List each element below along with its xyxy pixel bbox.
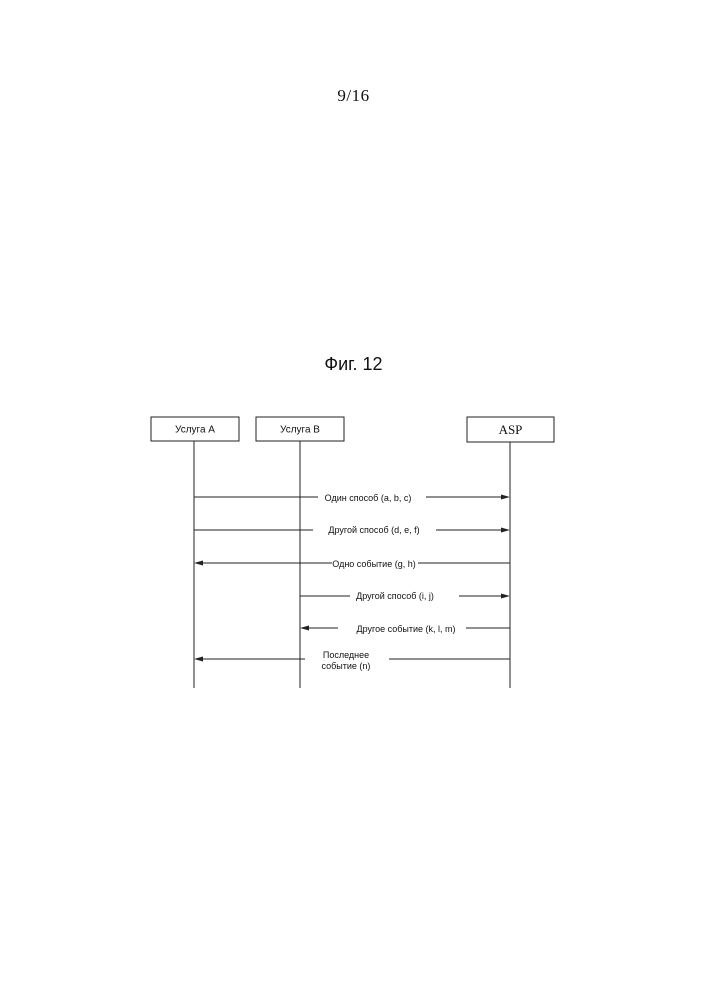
message-label: Другой способ (d, e, f) <box>328 525 419 535</box>
arrowhead-icon <box>300 626 309 631</box>
arrowhead-icon <box>194 657 203 662</box>
arrowhead-icon <box>194 561 203 566</box>
participant-label: ASP <box>499 422 523 437</box>
arrowhead-icon <box>501 594 510 599</box>
message-2: Другой способ (d, e, f) <box>194 525 510 535</box>
message-label: Другой способ (i, j) <box>356 591 434 601</box>
message-label: Один способ (a, b, c) <box>325 493 412 503</box>
message-3: Одно событие (g, h) <box>194 559 510 569</box>
message-6: Последнеесобытие (n) <box>194 650 510 671</box>
message-label: событие (n) <box>322 661 371 671</box>
participant-service-a: Услуга A <box>151 417 239 688</box>
message-label: Последнее <box>323 650 369 660</box>
message-label: Одно событие (g, h) <box>332 559 415 569</box>
participant-asp: ASP <box>467 417 554 688</box>
message-1: Один способ (a, b, c) <box>194 493 510 503</box>
participant-service-b: Услуга B <box>256 417 344 688</box>
participant-label: Услуга A <box>175 425 215 436</box>
message-5: Другое событие (k, l, m) <box>300 624 510 634</box>
message-label: Другое событие (k, l, m) <box>357 624 456 634</box>
participant-label: Услуга B <box>280 425 320 436</box>
arrowhead-icon <box>501 495 510 500</box>
arrowhead-icon <box>501 528 510 533</box>
message-4: Другой способ (i, j) <box>300 591 510 601</box>
